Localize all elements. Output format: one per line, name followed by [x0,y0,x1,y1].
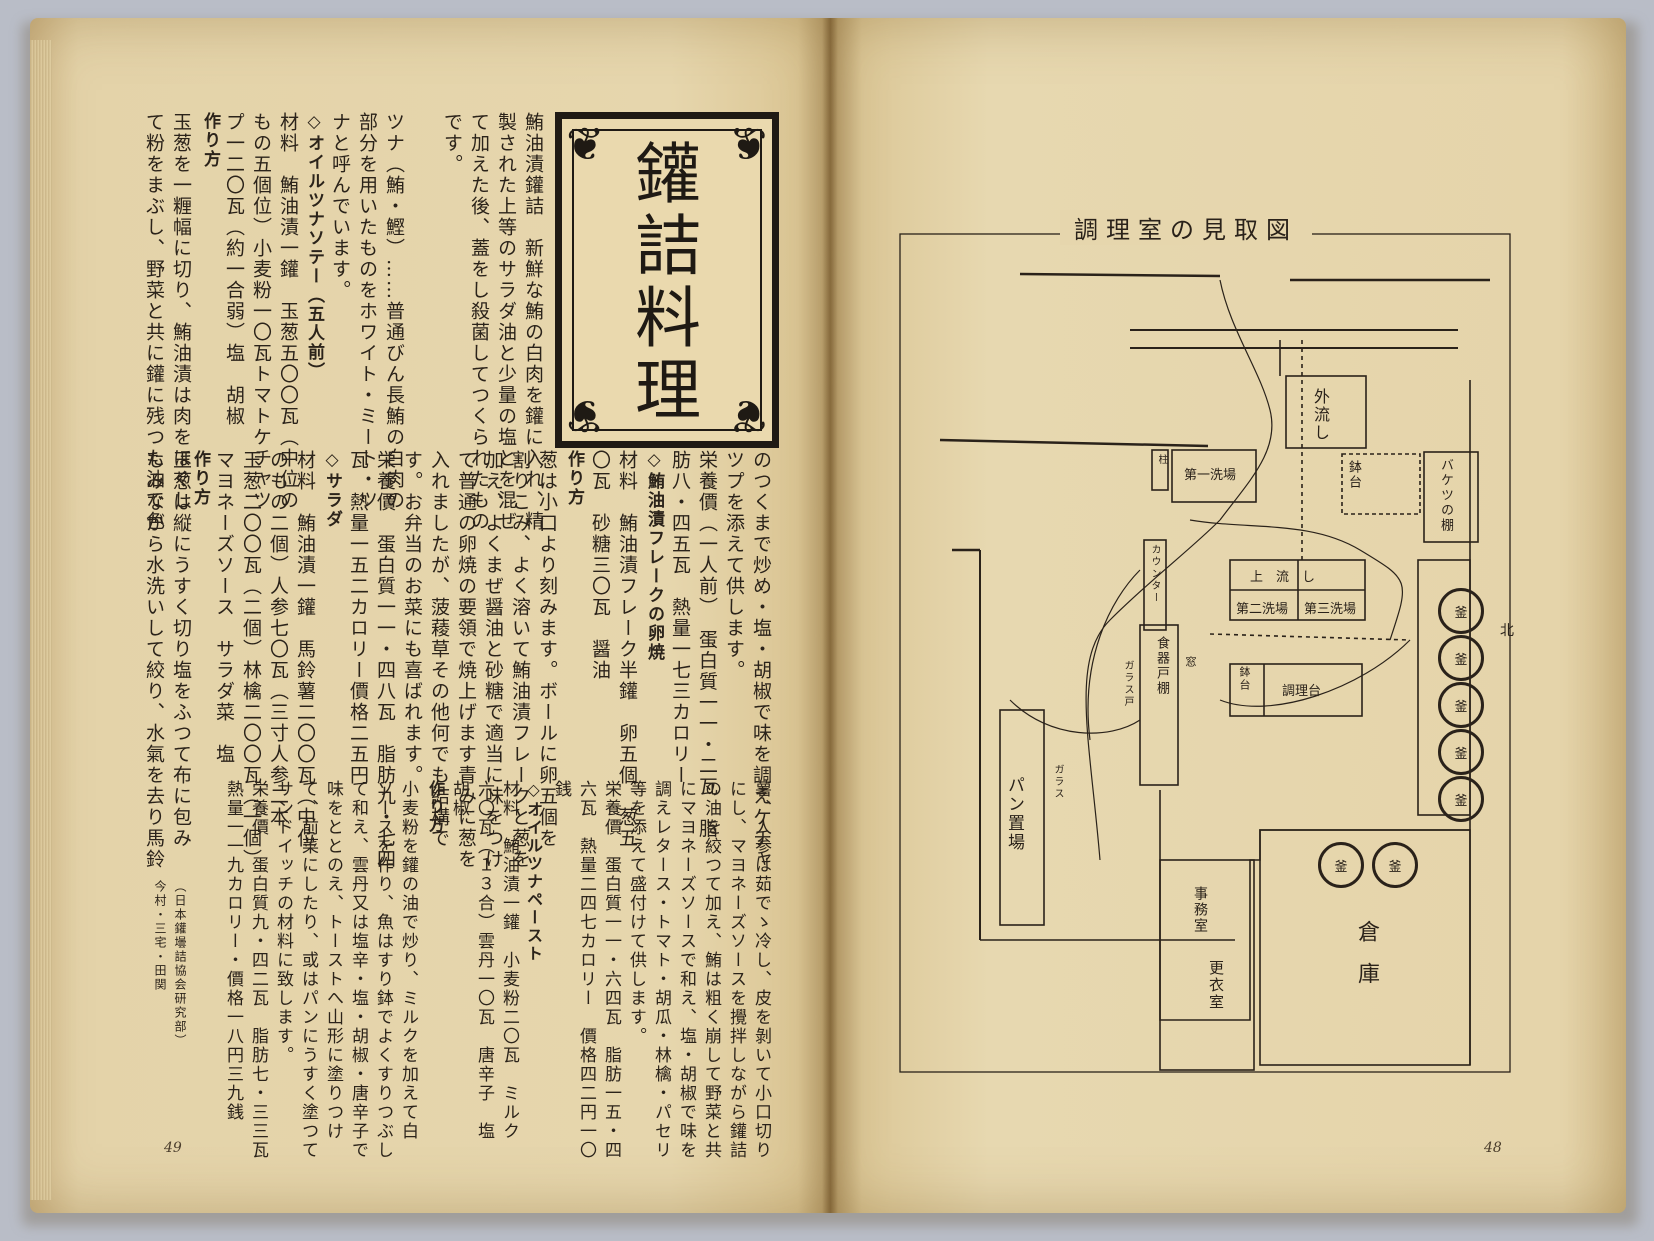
credit-text: （日本鑵壜詰協会研究部） 今村・三宅・田関 [153,880,187,1048]
wash-station-3-label: 第三洗場 [1304,602,1357,617]
prep-table-top-label: 鉢台 [1346,460,1361,490]
corner-ornament-icon: ❦ [566,117,605,171]
cooking-table-label: 調理台 [1282,684,1322,699]
bread-area-label: パン置場 [1004,776,1024,852]
prep-table-lower-label: 鉢台 [1238,666,1251,692]
wash-station-1-label: 第一洗場 [1184,468,1237,483]
stove-burner-icon: 釜 [1372,842,1418,888]
oil-tuna-paste-materials: 材料 鮪油漬一鑵 小麦粉二〇瓦 ミルク 六〇瓦（１３合）雲丹一〇瓦 唐辛子 塩 … [449,780,519,1141]
oil-tuna-saute-heading: ◇オイルツナソテー（五人前） [304,112,324,381]
title-frame-inner [572,129,762,431]
book-spine [822,18,838,1213]
page-title: 鑵詰料理 [624,139,701,427]
oil-tuna-method: 玉葱を一糎幅に切り、鮪油漬は肉をほぐし て粉をまぶし、野菜と共に鑵に残つた油で色 [143,112,192,532]
salad-continued: 薯、人参は茹でゝ冷し、皮を剝いて小口切り にし、マヨネーズソースを攪拌しながら鑵… [551,780,771,1160]
oil-tuna-materials: 材料 鮪油漬一鑵 玉葱五〇〇瓦（中位の もの五個位）小麦粉一〇瓦トマトケチャツ … [223,112,299,511]
flake-omelet-method: 葱は小口より刻みます。ボールに卵五個を 割りこみ、よく溶いて鮪油漬フレークと葱を… [347,450,558,870]
oil-tuna-saute-continued: のつくまで炒め・塩・胡椒で味を調えケチャ ツプを添えて供します。 栄養價（一人前… [669,450,772,870]
outer-sink-label: 外流し [1311,388,1330,442]
diagram-title: 調理室の見取図 [1060,210,1312,245]
counter-label: カウンター [1149,544,1160,604]
corner-ornament-icon: ❦ [729,389,768,443]
flake-omelet-heading: ◇鮪油漬フレークの卵焼 [644,450,664,662]
changing-room-label: 更衣室 [1207,960,1225,1011]
page-edges [30,40,52,1200]
salad-method: 玉葱は縦にうすく切り塩をふつて布に包み もみながら水洗いして絞り、水氣を去り馬鈴 [143,450,192,870]
glass-door-label: ガラス戸 [1122,660,1133,708]
title-frame: ❦ ❦ ❦ ❦ 鑵詰料理 [555,112,779,448]
corner-ornament-icon: ❦ [566,389,605,443]
stove-burner-icon: 釜 [1438,682,1484,728]
north-label: 北 [1500,623,1514,639]
wash-station-2-label: 第二洗場 [1236,602,1289,617]
window-label: 窓 [1184,656,1197,669]
office-label: 事務室 [1192,886,1208,934]
stove-burner-icon: 釜 [1438,635,1484,681]
salad-materials: 材料 鮪油漬一鑵 馬鈴薯二〇〇瓦（中位 のもの二個）人参七〇瓦（三寸人参二本 玉… [213,450,316,870]
stove-burner-icon: 釜 [1438,776,1484,822]
corner-ornament-icon: ❦ [729,117,768,171]
glass-small-label: ガラス [1052,764,1063,800]
oil-tuna-paste-method: 小麦粉を鑵の油で炒り、ミルクを加えて白 ソースを作り、魚はすり鉢でよくすりつぶし… [223,780,418,1160]
stove-burner-icon: 釜 [1438,588,1484,634]
bucket-shelf-label: バケツの棚 [1438,458,1453,533]
flake-omelet-method-label: 作り方 [564,450,584,507]
kitchen-floor-plan: 外流し 第一洗場 鉢台 バケツの棚 柱 上 流 し 第二洗場 第三洗場 カウンタ… [890,220,1520,1080]
page-number-right: 48 [1484,1140,1502,1156]
stove-burner-icon: 釜 [1318,842,1364,888]
upper-sink-label: 上 流 し [1250,570,1316,585]
salad-heading: ◇サラダ [322,450,342,529]
storage-label: 倉庫 [1354,920,1379,1004]
intro-paragraph: 鮪油漬鑵詰 新鮮な鮪の白肉を鑵に入れ、精 製された上等のサラダ油と少量の塩とを混… [441,112,544,532]
left-post-label: 柱 [1156,454,1167,466]
intro-text: 鮪油漬鑵詰 新鮮な鮪の白肉を鑵に入れ、精 製された上等のサラダ油と少量の塩とを混… [438,112,546,532]
page-number-left: 49 [164,1140,182,1156]
floor-plan-lines [899,233,1511,1073]
dish-cupboard-label: 食器戸棚 [1154,636,1169,696]
tuna-definition-text: ツナ（鮪・鰹）……普通びん長鮪の白肉の 部分を用いたものをホワイト・ミート・ツ … [329,112,405,511]
oil-tuna-paste-heading: ◇オイルツナペースト [524,780,543,963]
flake-omelet-materials: 材料 鮪油漬フレーク半鑵 卵五個 葱五 〇瓦 砂糖三〇瓦 醤油 [589,450,638,849]
oil-tuna-paste-method-label: 作り方 [426,780,445,834]
salad-method-label: 作り方 [190,450,210,507]
oil-tuna-method-label: 作り方 [200,112,220,169]
stove-burner-icon: 釜 [1438,729,1484,775]
